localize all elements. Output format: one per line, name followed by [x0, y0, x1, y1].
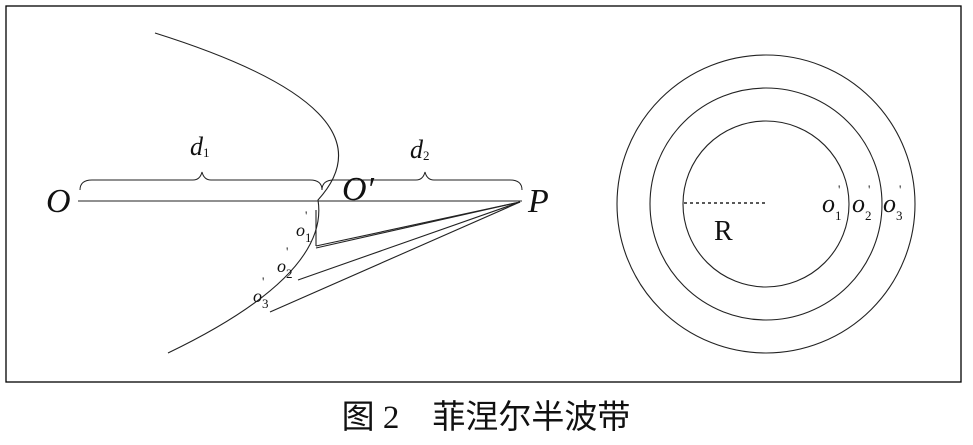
label-d2: d2: [410, 135, 430, 164]
label-d1: d1: [190, 132, 210, 161]
label-o3-right-mark: ': [899, 182, 901, 197]
label-R: R: [714, 216, 733, 247]
label-o1-right-mark: ': [838, 182, 840, 197]
d1-brace: [79, 171, 323, 191]
label-O-prime: O′: [342, 171, 375, 208]
left-diagram: O O′ P d1 d2 o1 ' o2 ' o3 ': [46, 32, 549, 354]
label-o1-right: o1: [822, 189, 842, 223]
wavefront-arc: [154, 32, 340, 354]
d2-brace: [321, 171, 523, 191]
label-o3-left: o3: [253, 286, 269, 311]
figure-caption: 图 2 菲涅尔半波带: [342, 399, 631, 436]
label-o1-left: o1: [296, 220, 312, 245]
label-o3-right: o3: [883, 189, 903, 223]
label-P: P: [527, 183, 549, 220]
zone-circle-2: [649, 87, 883, 321]
label-o1-left-mark: ': [305, 208, 307, 223]
label-o2-left: o2: [277, 256, 293, 281]
label-O: O: [46, 183, 71, 220]
label-o2-right-mark: ': [868, 182, 870, 197]
label-o2-right: o2: [852, 189, 872, 223]
zone-circle-3: [616, 54, 916, 354]
figure-frame: [5, 5, 962, 383]
ray-to-o1-b: [315, 201, 521, 249]
label-o2-left-mark: ': [286, 244, 288, 259]
ray-to-o3: [269, 201, 521, 313]
zone-circle-1: [682, 120, 850, 288]
label-o3-left-mark: ': [262, 274, 264, 289]
right-diagram: R o1 ' o2 ' o3 ': [616, 54, 916, 354]
ray-to-o2: [297, 201, 521, 281]
